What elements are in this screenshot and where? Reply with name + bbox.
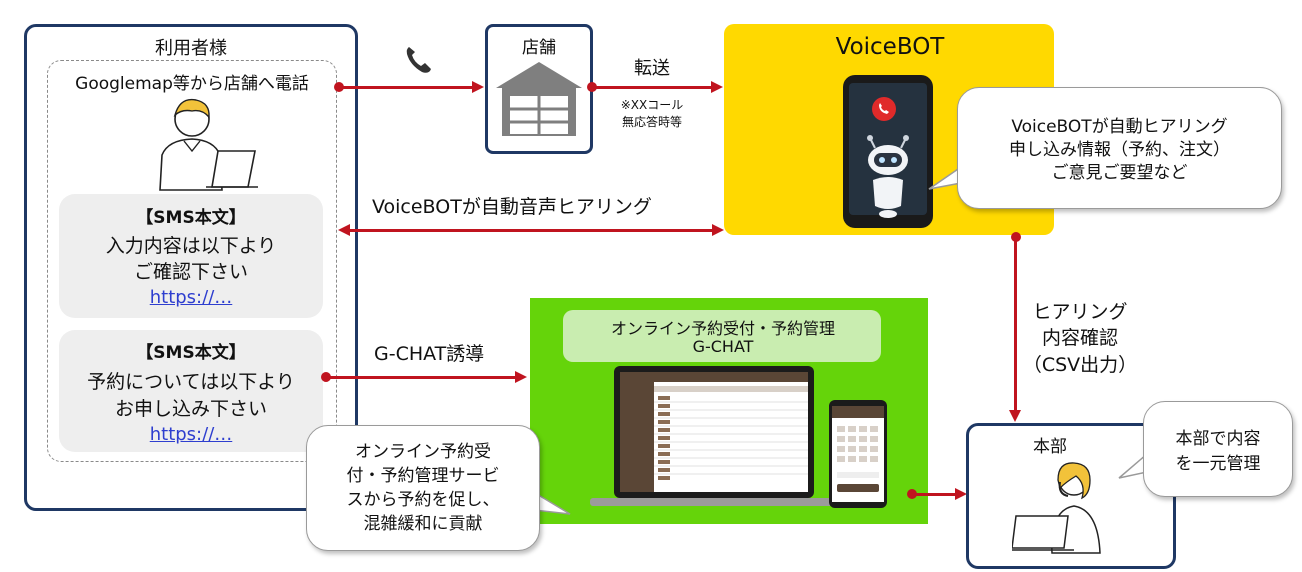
hq-bubble-line2: を一元管理 (1175, 454, 1261, 474)
gchat-title-line1: オンライン予約受付・予約管理 (610, 319, 835, 338)
csv-arrow-line (1014, 238, 1017, 412)
csv-label-line3: （CSV出力） (1022, 354, 1138, 376)
hearing-label: VoiceBOTが自動音声ヒアリング (372, 196, 652, 218)
sms1-title: 【SMS本文】 (136, 208, 246, 228)
hearing-arrow-head-right (712, 224, 724, 236)
csv-label-line1: ヒアリング (1032, 301, 1128, 323)
transfer-note-2: 無応答時等 (621, 115, 682, 129)
voicebot-title: VoiceBOT (835, 34, 945, 60)
gchat-bubble (306, 425, 540, 551)
sms1-line1: 入力内容は以下より (105, 235, 277, 257)
call-arrow-head (472, 81, 484, 93)
operator-person-icon (1012, 462, 1101, 554)
sms2-line2: お申し込み下さい (114, 398, 267, 420)
gchat-title-line2: G-CHAT (692, 337, 754, 356)
gchat-laptop-screen (590, 366, 830, 506)
csv-arrow-head (1009, 410, 1021, 422)
hq-arrow-head (955, 488, 967, 500)
robot-icon (867, 135, 909, 218)
call-icon (872, 97, 896, 121)
voicebot-bubble-line2: 申し込み情報（予約、注文） (1009, 140, 1230, 160)
transfer-arrow-head (711, 81, 723, 93)
hq-bubble-line1: 本部で内容 (1175, 429, 1261, 449)
user-person-icon (159, 98, 258, 191)
gchat-label-box (563, 310, 881, 362)
call-text: Googlemap等から店舗へ電話 (75, 74, 309, 94)
voicebot-bubble (957, 87, 1282, 209)
sms1-link[interactable]: https://… (149, 287, 233, 308)
gchat-bubble-line3: スから予約を促し、 (346, 490, 500, 510)
gchat-bubble-line4: 混雑緩和に貢献 (363, 514, 483, 534)
user-call-area (47, 60, 337, 462)
sms2-link[interactable]: https://… (149, 424, 233, 445)
transfer-label: 転送 (634, 58, 670, 79)
hq-arrow-line (912, 493, 956, 496)
gchat-phone-screen (829, 400, 887, 508)
hearing-arrow-head-left (338, 224, 350, 236)
user-panel-title: 利用者様 (155, 38, 227, 59)
sms2-line1: 予約については以下より (87, 371, 295, 393)
store-title: 店舗 (522, 38, 556, 58)
sms-card-2 (59, 330, 323, 452)
call-arrow-line (339, 86, 473, 89)
phone-icon (406, 47, 431, 73)
gchat-guide-label: G-CHAT誘導 (374, 343, 485, 365)
hearing-arrow-line (349, 229, 713, 232)
sms-card-1 (59, 194, 323, 318)
transfer-note-1: ※XXコール (620, 98, 684, 112)
store-garage-icon (496, 62, 582, 136)
gchat-bubble-line2: 付・予約管理サービ (346, 466, 500, 486)
voicebot-bubble-line1: VoiceBOTが自動ヒアリング (1011, 117, 1228, 137)
gchat-arrow-head (515, 371, 527, 383)
sms2-title: 【SMS本文】 (136, 343, 246, 363)
hq-bubble (1143, 401, 1293, 497)
gchat-bubble-line1: オンライン予約受 (355, 442, 491, 462)
transfer-arrow-line (592, 86, 712, 89)
csv-arrow-start (1011, 232, 1021, 242)
csv-label-line2: 内容確認 (1041, 327, 1118, 349)
sms1-line2: ご確認下さい (133, 261, 248, 283)
hq-title: 本部 (1033, 437, 1067, 457)
voicebot-bubble-line3: ご意見ご要望など (1051, 163, 1188, 183)
gchat-arrow-line (326, 376, 516, 379)
